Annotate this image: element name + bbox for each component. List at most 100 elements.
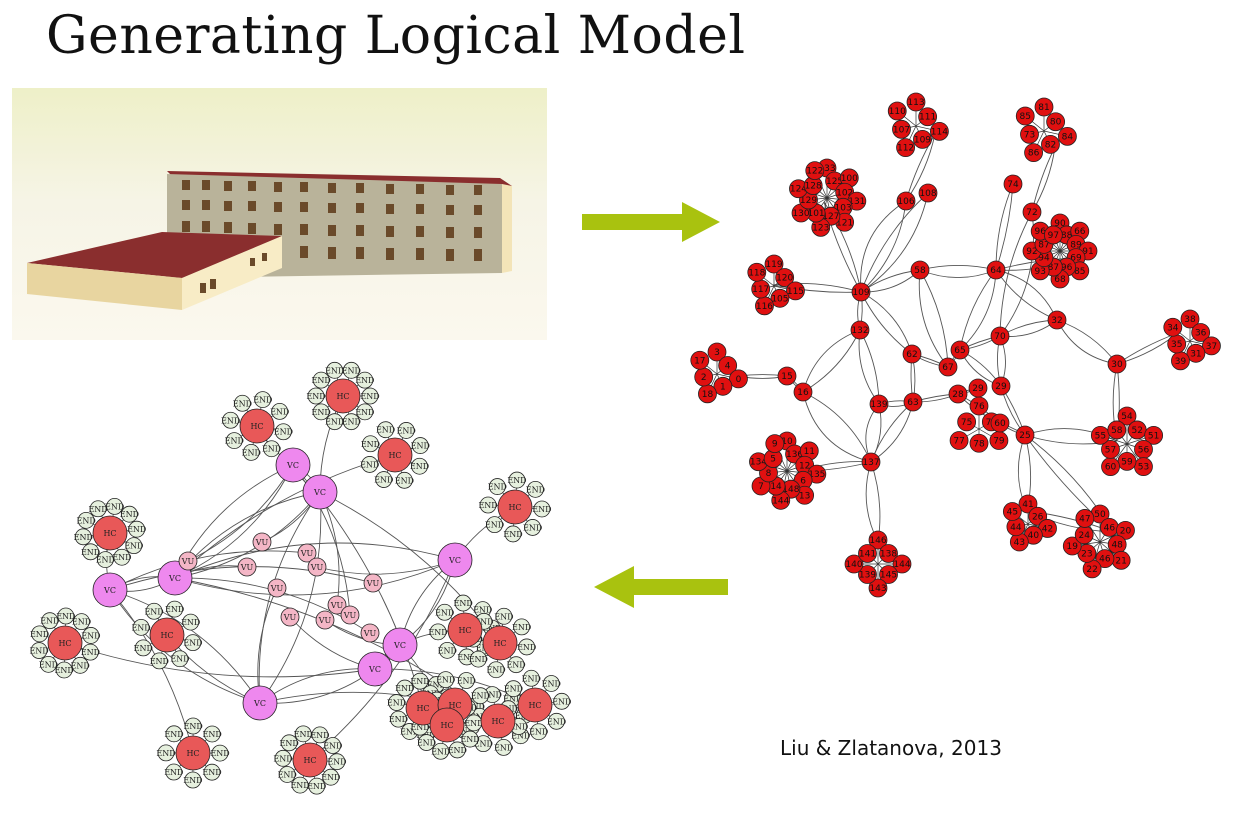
end-node-label: END [360,460,379,469]
end-node-circle [530,723,548,741]
end-node-circle [505,680,522,698]
end-node: END [74,528,93,546]
graph-node-label: 134 [750,458,767,468]
graph-node-circle [913,130,932,149]
vu-node-circle [340,605,360,625]
graph-node-label: 48 [1111,540,1123,550]
end-node-circle [361,456,379,473]
hc-node-label: HC [336,392,349,401]
graph-node: 29 [968,378,988,398]
hc-node-label: HC [250,422,263,431]
vu-node-label: VU [240,563,254,572]
graph-node-circle [896,191,916,211]
graph-node-label: 141 [859,549,876,559]
graph-node-label: 144 [893,560,910,570]
end-node-circle [454,594,472,612]
graph-node-circle [1075,509,1095,528]
graph-node: 51 [1144,425,1164,445]
graph-node-label: 101 [807,209,824,219]
end-node-circle [326,413,344,431]
end-node: END [210,744,230,762]
end-node-label: END [454,599,473,608]
vc-node-circle [92,572,128,608]
graph-node-label: 143 [869,584,886,594]
vu-node: VU [178,551,198,571]
graph-node: 29 [991,376,1011,396]
end-node-circle [508,471,526,489]
end-node-label: END [134,644,153,653]
end-node-circle [553,692,571,710]
end-node-circle [362,435,379,453]
end-node: END [120,505,139,523]
end-node-label: END [457,653,476,662]
end-node-label: END [504,685,523,694]
end-node-label: END [210,749,229,758]
end-node-circle [411,672,429,690]
graph-node: 16 [793,382,813,402]
graph-node: 45 [1002,502,1022,521]
graph-node: 114 [929,121,949,141]
vu-node-circle [360,623,380,643]
graph-node-circle [729,369,748,389]
hc-node-label: HC [448,701,461,710]
graph-node-label: 97 [1048,231,1059,241]
graph-edge [858,329,880,405]
graph-node: 35 [1167,334,1187,354]
end-node-label: END [360,392,379,401]
graph-edge [860,291,913,355]
end-node-circle [312,371,330,389]
graph-node-label: 32 [1051,316,1062,326]
end-node-label: END [40,617,59,626]
hc-node: HC [429,707,465,743]
end-node: END [55,661,74,679]
graph-node-label: 2 [701,373,707,383]
graph-node-label: 92 [1026,247,1037,257]
graph-node: 2 [694,367,714,387]
hc-node: HC [480,703,516,739]
graph-node-circle [949,431,969,450]
graph-node: 47 [1075,509,1095,528]
end-node: END [242,443,261,461]
graph-node-label: 0 [736,375,742,385]
end-node-label: END [488,483,507,492]
graph-node-label: 19 [1067,542,1079,552]
graph-node: 57 [1101,439,1120,459]
graph-node: 79 [989,431,1009,450]
vu-node: VU [280,607,300,627]
hc-node-label: HC [493,639,506,648]
arrow-left [594,566,728,608]
vu-node: VU [327,595,347,615]
graph-node-circle [1095,549,1115,569]
end-node-label: END [39,660,58,669]
graph-node-label: 107 [893,125,910,135]
end-node: END [124,537,143,555]
end-node-label: END [325,418,344,427]
graph-node-circle [775,268,795,287]
graph-node-label: 88 [1061,231,1073,241]
graph-node-label: 77 [953,437,964,447]
end-node-label: END [96,556,115,565]
vu-node-circle [252,532,272,552]
graph-node-label: 8 [766,469,772,479]
end-node: END [517,638,536,656]
graph-node: 56 [1134,439,1153,459]
graph-node: 70 [990,326,1010,346]
vc-node-label: VC [168,574,181,583]
graph-node-label: 38 [1184,315,1196,325]
end-node: END [431,742,450,760]
end-node: END [203,725,222,743]
vu-node-label: VU [283,613,297,622]
end-node-circle [166,600,184,618]
graph-node-label: 140 [845,560,862,570]
end-node-label: END [105,502,124,511]
end-node: END [270,403,289,420]
graph-node-label: 22 [1086,565,1097,575]
end-node-label: END [327,758,346,767]
graph-node-circle [770,288,790,308]
end-node-circle [312,403,330,421]
graph-node-circle [1191,323,1211,342]
graph-node-circle [1041,135,1060,154]
hc-node: HC [405,690,441,726]
end-node-label: END [203,730,222,739]
